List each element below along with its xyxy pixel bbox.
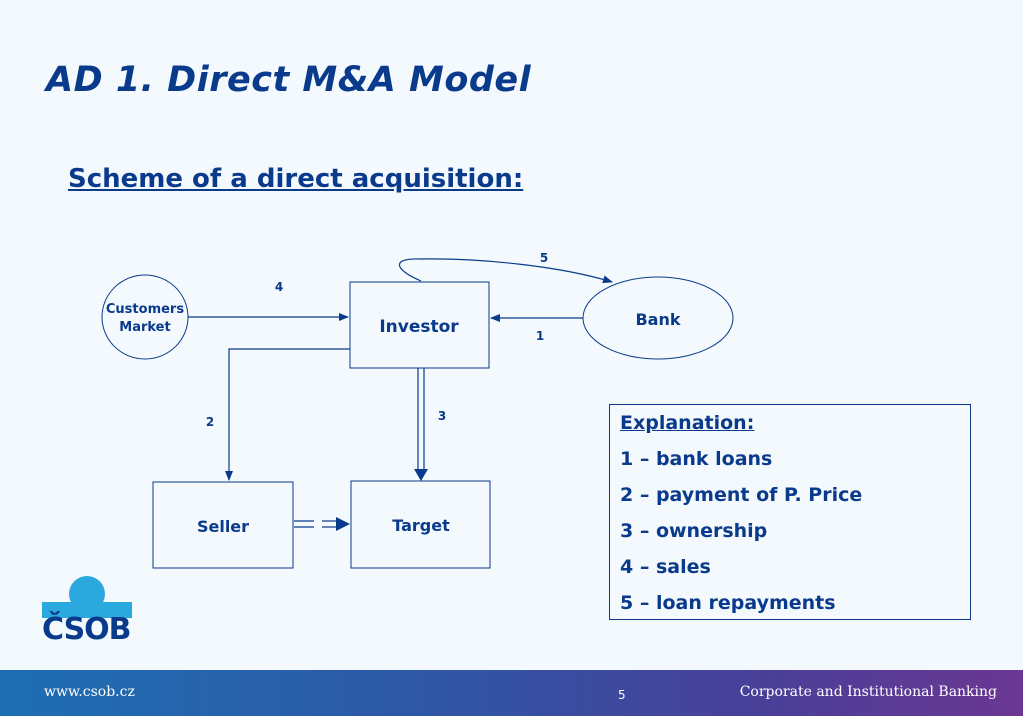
- logo-bar-icon: [42, 602, 132, 618]
- edge-5-loan-repayments: 5: [398, 251, 613, 284]
- footer-url-link[interactable]: www.csob.cz: [44, 684, 135, 700]
- node-bank: Bank: [582, 276, 734, 360]
- edge-1-label: 1: [536, 329, 544, 343]
- edge-4-label: 4: [275, 280, 283, 294]
- edge-5-label: 5: [540, 251, 548, 265]
- explanation-item: 3 – ownership: [620, 520, 768, 542]
- node-target: Target: [350, 480, 491, 569]
- seller-label: Seller: [197, 517, 249, 536]
- node-seller: Seller: [152, 481, 294, 569]
- customers-label-line2: Market: [119, 320, 170, 335]
- edge-3-label: 3: [438, 409, 446, 423]
- edge-1-bank-loans: 1: [490, 314, 583, 343]
- csob-logo: ČSOB: [42, 576, 134, 648]
- page-number: 5: [618, 688, 626, 702]
- explanation-item: 5 – loan repayments: [620, 592, 836, 614]
- customers-label-line1: Customers: [106, 302, 184, 317]
- footer-bar: www.csob.cz 5 Corporate and Institutiona…: [0, 670, 1023, 716]
- edge-seller-target: [294, 517, 350, 531]
- bank-label: Bank: [635, 310, 680, 329]
- footer-division: Corporate and Institutional Banking: [739, 684, 997, 700]
- target-label: Target: [392, 516, 450, 535]
- edge-2-payment: 2: [206, 348, 350, 481]
- explanation-heading: Explanation:: [620, 412, 755, 434]
- explanation-item: 2 – payment of P. Price: [620, 484, 863, 506]
- edge-2-label: 2: [206, 415, 214, 429]
- node-customers-market: Customers Market: [101, 274, 189, 360]
- explanation-item: 1 – bank loans: [620, 448, 773, 470]
- node-investor: Investor: [349, 281, 490, 369]
- page-title: AD 1. Direct M&A Model: [46, 60, 532, 100]
- explanation-box: Explanation: 1 – bank loans 2 – payment …: [609, 404, 971, 620]
- acquisition-diagram: Customers Market Investor Bank Seller Ta…: [101, 251, 734, 569]
- investor-label: Investor: [379, 317, 459, 337]
- edge-3-ownership: 3: [414, 368, 446, 481]
- edge-4-sales: 4: [188, 280, 349, 321]
- logo-wordmark: ČSOB: [42, 612, 132, 647]
- diagram-subtitle: Scheme of a direct acquisition:: [68, 164, 524, 194]
- explanation-item: 4 – sales: [620, 556, 711, 578]
